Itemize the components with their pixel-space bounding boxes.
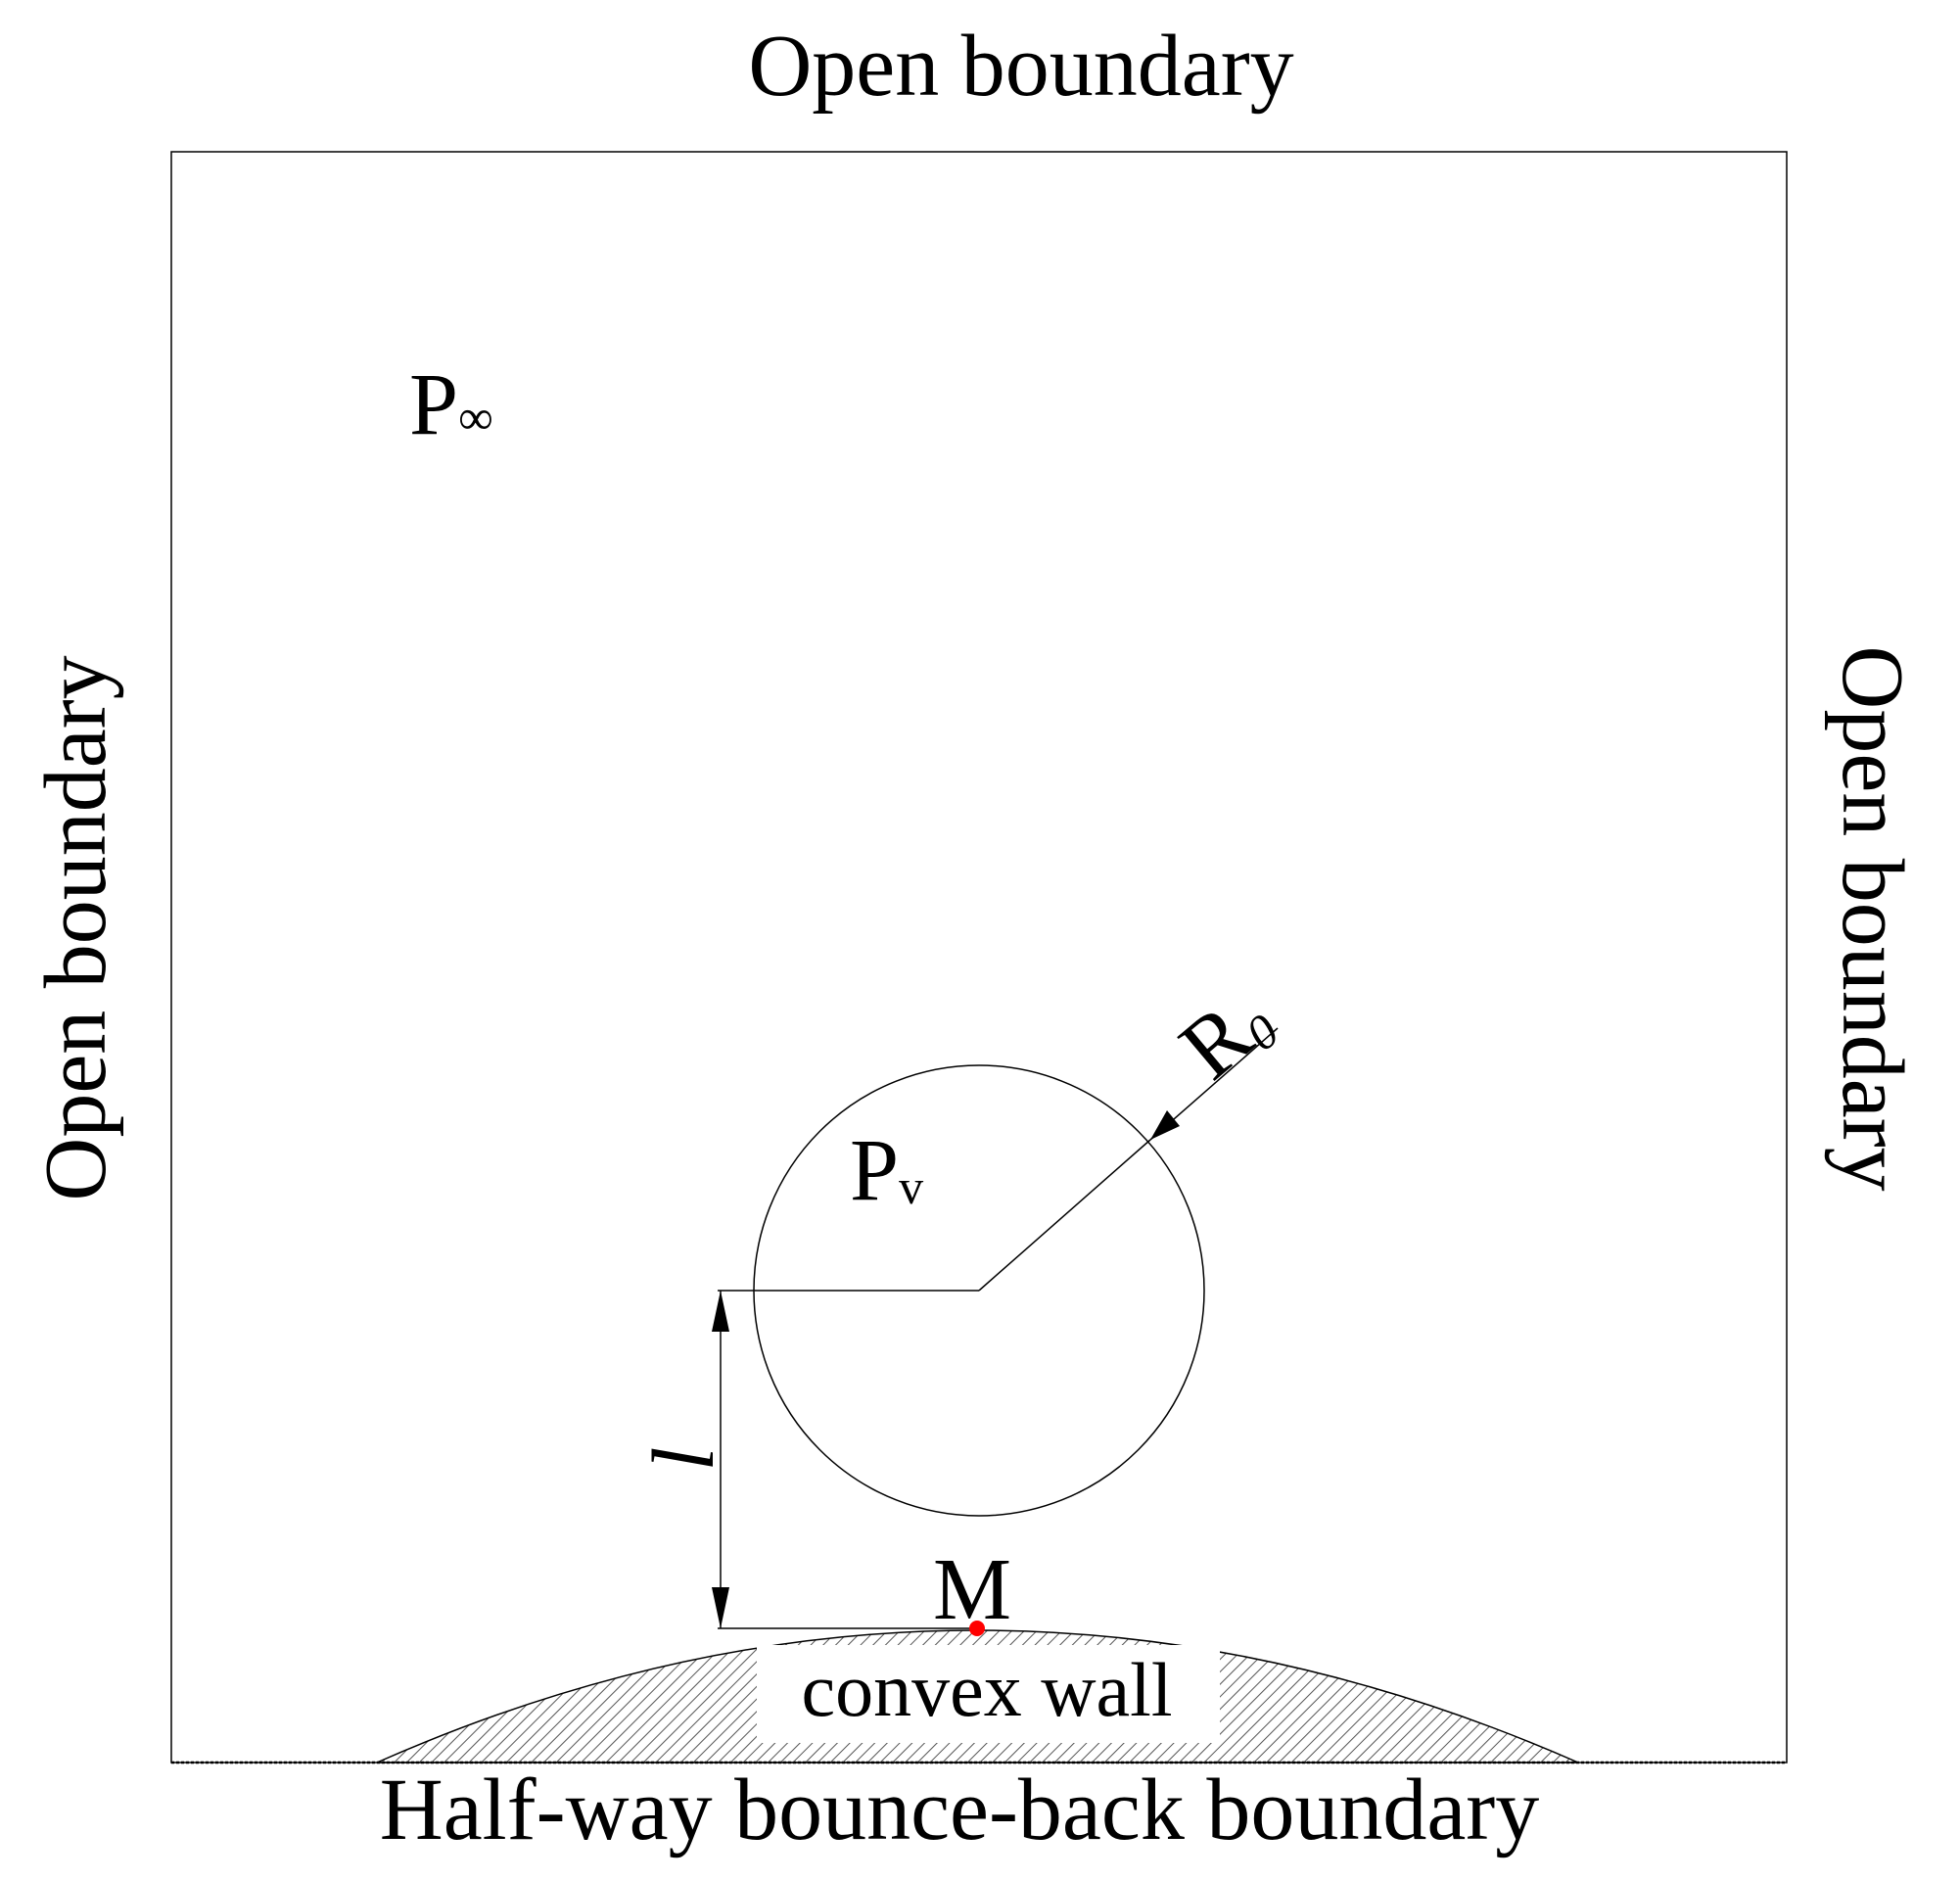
- right-boundary-label: Open boundary: [1824, 645, 1921, 1191]
- left-boundary-label: Open boundary: [27, 655, 124, 1200]
- convex-wall-label: convex wall: [801, 1647, 1172, 1732]
- point-m-label: M: [933, 1541, 1011, 1638]
- point-m-marker: [969, 1621, 985, 1636]
- distance-label: l: [635, 1446, 732, 1471]
- top-boundary-label: Open boundary: [748, 18, 1293, 115]
- far-field-pressure-label: P∞: [409, 356, 493, 453]
- distance-arrowhead-bottom: [712, 1587, 729, 1628]
- radius-label: R0: [1162, 970, 1288, 1099]
- radius-arrowhead: [1150, 1110, 1180, 1140]
- radius-line: [978, 1139, 1151, 1292]
- distance-arrowhead-top: [712, 1291, 729, 1332]
- convex-wall-label-background: [757, 1645, 1220, 1743]
- bottom-boundary-label: Half-way bounce-back boundary: [380, 1762, 1540, 1858]
- vapor-pressure-label: Pv: [850, 1122, 923, 1219]
